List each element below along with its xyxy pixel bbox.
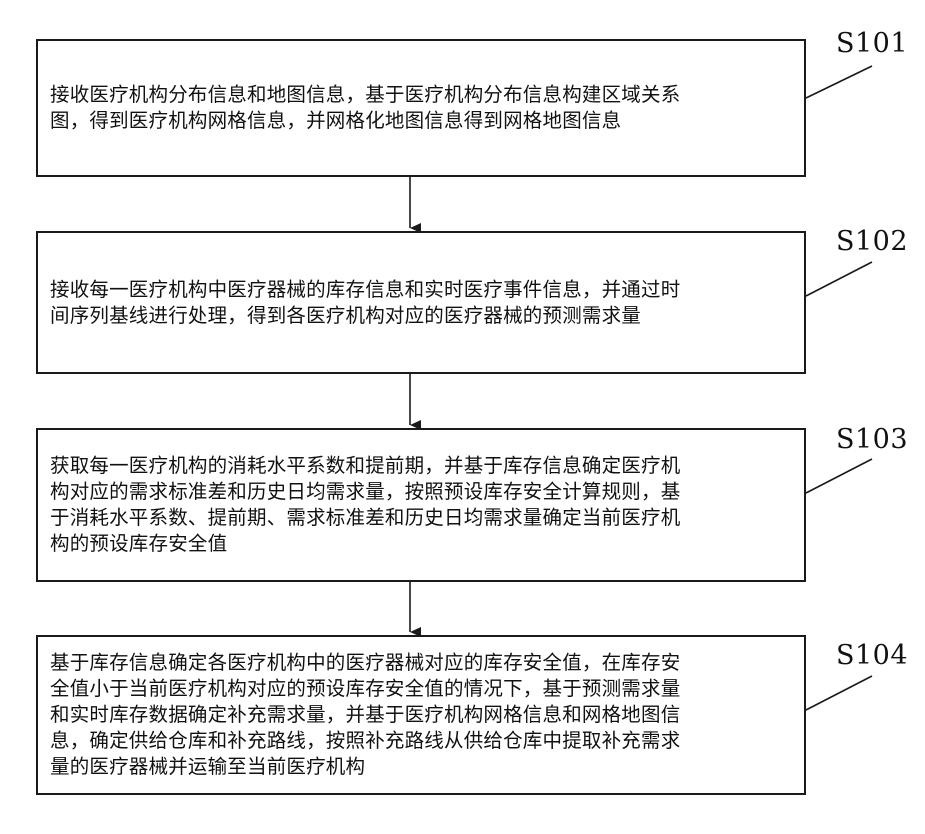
step-text-s102: 接收每一医疗机构中医疗器械的库存信息和实时医疗事件信息，并通过时 间序列基线进行… [38,277,690,329]
step-label-s103: S103 [836,424,908,455]
step-text-s103: 获取每一医疗机构的消耗水平系数和提前期，并基于库存信息确定医疗机 构对应的需求标… [38,453,690,557]
leader-s104 [806,676,872,710]
step-label-s104: S104 [836,640,908,671]
step-box-s102: 接收每一医疗机构中医疗器械的库存信息和实时医疗事件信息，并通过时 间序列基线进行… [36,231,806,374]
step-text-s101: 接收医疗机构分布信息和地图信息，基于医疗机构分布信息构建区域关系 图，得到医疗机… [38,82,690,134]
step-box-s101: 接收医疗机构分布信息和地图信息，基于医疗机构分布信息构建区域关系 图，得到医疗机… [36,39,806,177]
step-text-s104: 基于库存信息确定各医疗机构中的医疗器械对应的库存安全值，在库存安 全值小于当前医… [38,650,690,780]
step-box-s104: 基于库存信息确定各医疗机构中的医疗器械对应的库存安全值，在库存安 全值小于当前医… [36,635,806,795]
step-label-s101: S101 [836,28,908,59]
leader-s103 [806,459,872,493]
leader-s102 [806,262,872,296]
leader-s101 [806,66,872,98]
step-box-s103: 获取每一医疗机构的消耗水平系数和提前期，并基于库存信息确定医疗机 构对应的需求标… [36,428,806,582]
step-label-s102: S102 [836,226,908,257]
